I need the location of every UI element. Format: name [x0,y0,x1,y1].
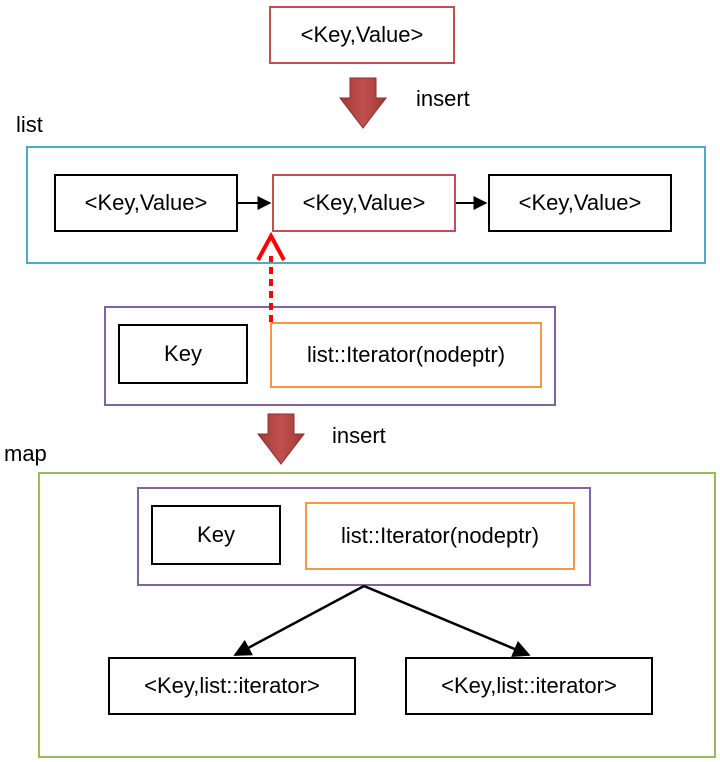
entry-key-text: Key [164,341,202,366]
map-entry-key-box: Key [151,505,281,565]
map-label: map [4,441,47,466]
entry-key-box: Key [118,324,248,384]
insert-arrow-2 [256,413,306,465]
entry-iterator-box: list::Iterator(nodeptr) [270,322,542,388]
entry-container [104,306,556,406]
top-pair-text: <Key,Value> [300,22,424,47]
map-entry-container [137,487,591,586]
list-node-2-text: <Key,Value> [302,190,426,215]
list-node-3-text: <Key,Value> [518,190,642,215]
map-entry-key-text: Key [197,522,235,547]
map-child-right: <Key,list::iterator> [405,657,653,715]
list-label: list [16,112,43,137]
map-branch-right [363,584,531,657]
insert-label-2: insert [332,423,386,448]
map-child-left-text: <Key,list::iterator> [144,673,320,698]
top-pair-box: <Key,Value> [269,6,455,64]
map-branch-left [233,584,365,657]
map-child-left: <Key,list::iterator> [108,657,356,715]
insert-arrow-1 [338,77,388,129]
list-node-1: <Key,Value> [54,174,238,232]
map-entry-iterator-box: list::Iterator(nodeptr) [305,502,575,570]
entry-iterator-text: list::Iterator(nodeptr) [306,342,506,367]
list-node-1-text: <Key,Value> [84,190,208,215]
map-child-right-text: <Key,list::iterator> [441,673,617,698]
pointer-arrowhead [256,231,286,261]
list-node-3: <Key,Value> [488,174,672,232]
list-container [26,146,706,264]
map-container [38,472,716,758]
map-entry-iterator-text: list::Iterator(nodeptr) [340,523,540,548]
list-node-2: <Key,Value> [272,174,456,232]
insert-label-1: insert [416,86,470,111]
